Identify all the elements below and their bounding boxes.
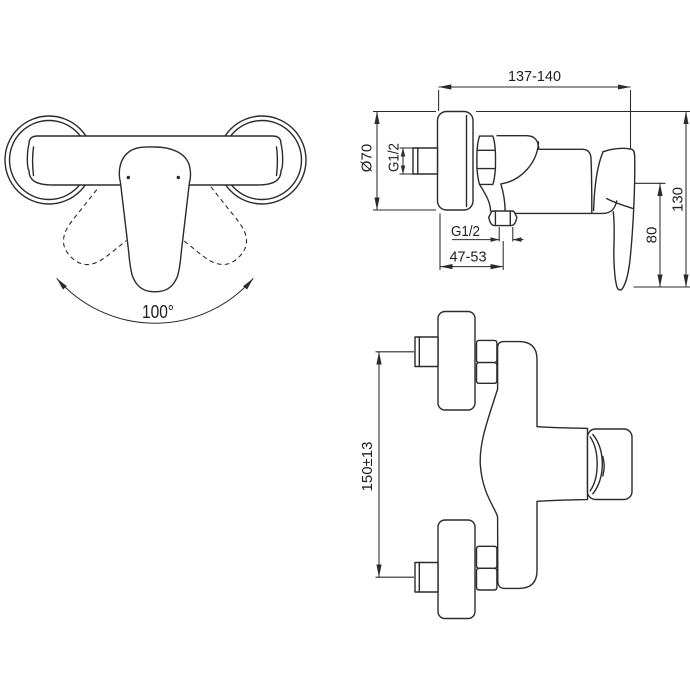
spout-left-curve [479, 184, 492, 212]
handle-front-edge [592, 151, 604, 212]
spout-right-curve [500, 183, 506, 212]
inlet-nipple-side [412, 147, 439, 175]
lever-pivot-dot-right [176, 175, 180, 180]
dim-inlet-thread-label: G1/2 [386, 143, 403, 172]
dim-outlet-thread: G1/2 [451, 223, 524, 242]
handle-cap-arc-outer [592, 433, 603, 495]
mixer-body-top [479, 340, 589, 590]
outlet-nut-facet-lines [494, 210, 511, 227]
side-view: 137-140 G1/2 Ø70 [359, 68, 690, 291]
top-view: 150±13 [359, 310, 633, 620]
inlet-nipple-upper [414, 336, 439, 368]
dim-total-height-label: 130 [670, 187, 687, 212]
handle-cap-seam [602, 455, 605, 477]
dim-outlet-offset-label: 47-53 [450, 249, 487, 266]
front-view: 100° [4, 115, 307, 324]
dim-handle-height: 80 [634, 182, 666, 288]
body-bar-left-cap-line [31, 146, 35, 177]
connection-nut-upper [475, 339, 498, 384]
connection-nut-facet-lines [476, 149, 497, 170]
handle-grip-line [606, 197, 634, 210]
connection-nut-side [476, 135, 497, 186]
dim-inlet-spacing-label: 150±13 [359, 442, 376, 492]
top-flange-lower [437, 519, 476, 620]
inlet-nipple-lower [414, 561, 439, 593]
dim-flange-diameter-label: Ø70 [359, 144, 376, 172]
connection-nut-lower [475, 545, 498, 591]
dim-outlet-offset: 47-53 [439, 213, 504, 270]
dim-inlet-thread: G1/2 [386, 143, 414, 175]
mixer-body-bottom-edge [510, 200, 618, 215]
lever-handle-side [602, 147, 636, 291]
outlet-nut-side [488, 210, 518, 227]
body-fillet-curve [501, 141, 540, 185]
handle-cap-arc-inner [589, 436, 598, 492]
dim-handle-height-label: 80 [644, 227, 661, 244]
dim-width-label: 137-140 [508, 68, 561, 85]
mixer-body-side [496, 135, 593, 214]
wall-flange-side [436, 110, 474, 211]
dim-total-height: 130 [476, 110, 690, 288]
swing-angle-label: 100° [142, 302, 174, 322]
dim-outlet-thread-label: G1/2 [451, 223, 480, 240]
lever-handle-front [118, 146, 192, 293]
handle-end-cap [586, 428, 633, 501]
dim-width: 137-140 [438, 68, 632, 149]
top-flange-upper [437, 310, 476, 411]
swing-angle-arc [56, 277, 254, 324]
handle-blade-edge [612, 211, 618, 289]
dim-flange-diameter: Ø70 [359, 110, 436, 211]
body-bar-right-cap-line [275, 146, 279, 177]
lever-pivot-dot-left [126, 175, 130, 180]
dim-inlet-spacing: 150±13 [359, 351, 414, 578]
